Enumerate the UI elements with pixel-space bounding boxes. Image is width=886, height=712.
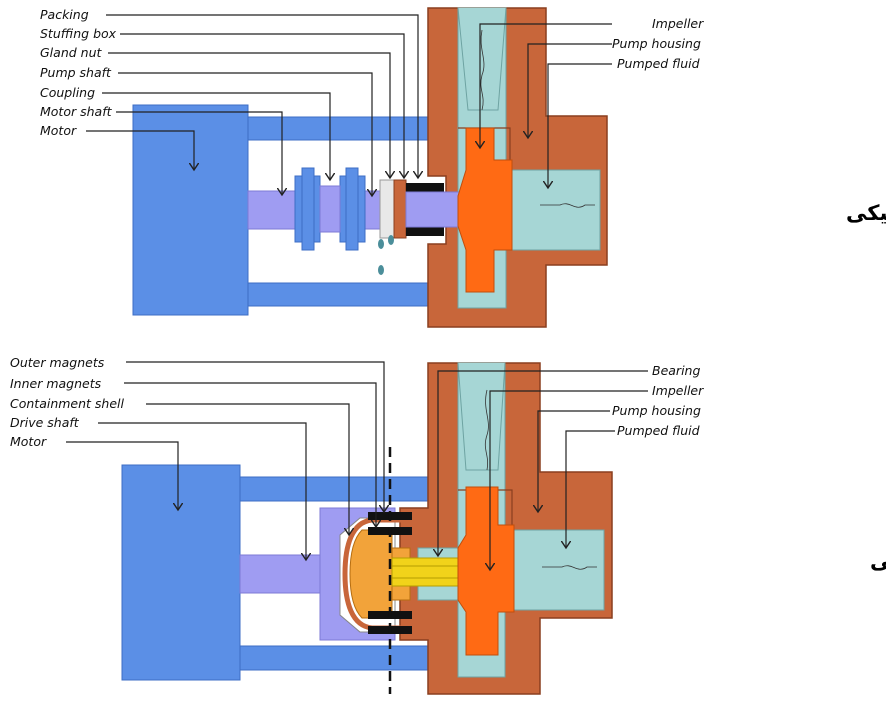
bottom-containment-shell bbox=[342, 517, 430, 631]
label-pump-shaft: Pump shaft bbox=[40, 65, 112, 80]
bottom-drive-pin bbox=[391, 557, 463, 587]
label-coupling: Coupling bbox=[40, 85, 95, 100]
top-leak-drops bbox=[378, 235, 394, 275]
top-pump-shaft bbox=[405, 191, 462, 228]
label-impeller-bottom: Impeller bbox=[652, 383, 704, 398]
label-gland-nut: Gland nut bbox=[40, 45, 102, 60]
top-packing-upper bbox=[406, 183, 444, 192]
top-motor-top-rail bbox=[247, 116, 434, 141]
top-gland-nut bbox=[379, 179, 395, 239]
top-title: پمپ با سیل مکانیکی bbox=[846, 201, 886, 225]
label-outer-magnets: Outer magnets bbox=[10, 355, 105, 370]
label-pumped-fluid-bottom: Pumped fluid bbox=[617, 423, 700, 438]
bottom-drive-shaft bbox=[239, 554, 326, 594]
label-drive-shaft: Drive shaft bbox=[10, 415, 80, 430]
bottom-motor-body bbox=[121, 464, 241, 681]
top-pump-diagram bbox=[132, 7, 608, 328]
bottom-pump-diagram bbox=[121, 362, 613, 695]
top-packing-lower bbox=[406, 227, 444, 236]
top-coupling bbox=[294, 167, 366, 251]
bottom-title: پمپ بدون سیل مکانیکی bbox=[870, 549, 886, 573]
label-impeller-top: Impeller bbox=[652, 16, 704, 31]
top-impeller bbox=[457, 127, 513, 293]
top-motor-bottom-rail bbox=[247, 282, 434, 307]
label-motor-shaft: Motor shaft bbox=[40, 104, 113, 119]
top-motor-body bbox=[132, 104, 249, 316]
label-containment-shell: Containment shell bbox=[10, 396, 125, 411]
label-pump-housing-bottom: Pump housing bbox=[612, 403, 701, 418]
top-right-leaders bbox=[480, 23, 612, 188]
bottom-motor-top-rail bbox=[239, 476, 431, 502]
top-left-leaders bbox=[86, 14, 418, 196]
top-stuffing-box bbox=[393, 179, 407, 239]
label-inner-magnets: Inner magnets bbox=[10, 376, 102, 391]
bottom-motor-bottom-rail bbox=[239, 645, 431, 671]
label-motor-top: Motor bbox=[40, 123, 77, 138]
label-pump-housing-top: Pump housing bbox=[612, 36, 701, 51]
label-bearing: Bearing bbox=[652, 363, 700, 378]
bottom-inner-magnet-rotor bbox=[349, 529, 393, 619]
top-pump-housing bbox=[427, 7, 608, 328]
label-stuffing-box: Stuffing box bbox=[40, 26, 117, 41]
label-motor-bottom: Motor bbox=[10, 434, 47, 449]
bottom-left-leaders bbox=[66, 361, 384, 560]
bottom-right-leaders bbox=[438, 370, 648, 570]
label-pumped-fluid-top: Pumped fluid bbox=[617, 56, 700, 71]
label-packing: Packing bbox=[40, 7, 89, 22]
